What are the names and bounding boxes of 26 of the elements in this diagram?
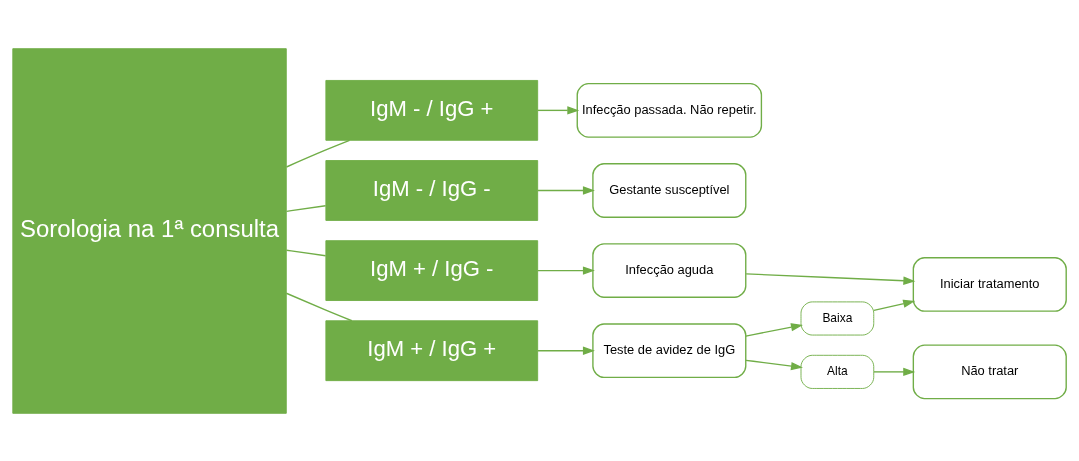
arrow	[745, 359, 803, 370]
node-box: Alta	[800, 354, 875, 389]
arrow	[537, 105, 580, 115]
node-box: IgM - / IgG +	[325, 79, 539, 141]
arrow	[745, 322, 803, 337]
arrow	[537, 265, 595, 275]
arrow	[537, 346, 595, 355]
connector	[285, 292, 353, 321]
node-box: Gestante susceptível	[592, 162, 747, 218]
node-box: Iniciar tratamento	[912, 256, 1067, 312]
node-box: IgM - / IgG -	[325, 159, 539, 221]
node-box: Baixa	[800, 300, 875, 335]
node-box: IgM + / IgG +	[325, 319, 539, 381]
node-box: Não tratar	[912, 344, 1067, 399]
node-box: IgM + / IgG -	[325, 239, 539, 301]
arrow	[537, 185, 595, 195]
node-box: Infecção passada. Não repetir.	[576, 82, 763, 138]
arrow	[873, 367, 916, 376]
arrow	[745, 272, 916, 285]
node-box: Teste de avidez de IgG	[592, 322, 747, 378]
node-box: Infecção aguda	[592, 242, 747, 298]
connector	[285, 249, 327, 256]
node-box: Sorologia na 1ª consulta	[12, 47, 287, 414]
connector	[285, 139, 351, 168]
arrow	[873, 299, 916, 311]
connector	[285, 204, 327, 212]
